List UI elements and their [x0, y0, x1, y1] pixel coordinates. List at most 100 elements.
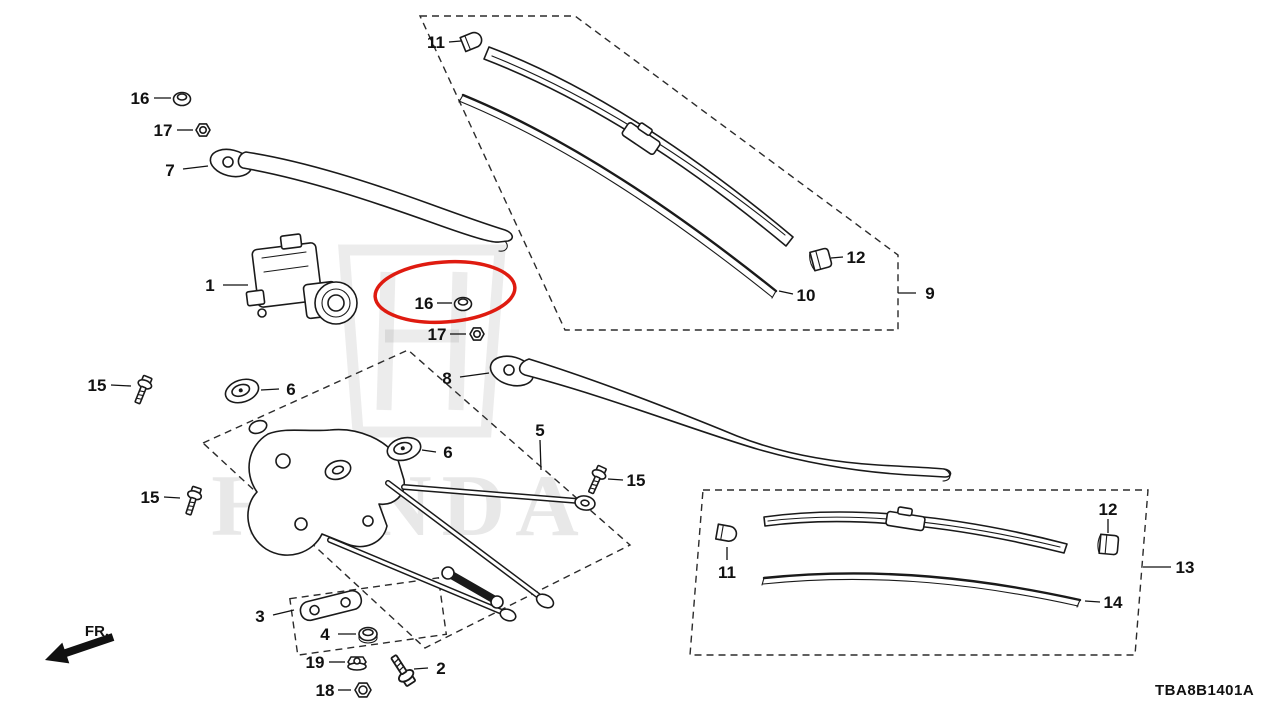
leader-line	[110, 384, 132, 387]
callout-label-19[interactable]: 19	[306, 653, 325, 672]
callout-label-2[interactable]: 2	[436, 659, 445, 678]
wiper-blade-driver-drawing	[483, 46, 794, 247]
callout-6-pivot-cap-upper[interactable]: 6	[260, 380, 296, 399]
callout-label-9[interactable]: 9	[925, 284, 934, 303]
callout-label-11[interactable]: 11	[427, 33, 445, 52]
callout-label-13[interactable]: 13	[1176, 558, 1195, 577]
callout-label-11[interactable]: 11	[718, 563, 736, 582]
mount-bolt-b-icon	[588, 464, 607, 495]
leader-line	[413, 667, 429, 670]
nut-b-icon	[469, 327, 485, 341]
callout-10-rubber-driver[interactable]: 10	[778, 286, 816, 305]
callout-label-16[interactable]: 16	[415, 294, 434, 313]
callout-15-bolt-right[interactable]: 15	[607, 471, 646, 490]
blade-cap-passenger-icon	[714, 523, 738, 542]
callout-label-14[interactable]: 14	[1104, 593, 1123, 612]
callout-label-4[interactable]: 4	[320, 625, 330, 644]
subassembly-box-blade-driver	[418, 15, 899, 331]
grommet-a-icon	[172, 91, 192, 107]
callout-label-12[interactable]: 12	[847, 248, 866, 267]
callout-label-7[interactable]: 7	[165, 161, 174, 180]
callout-label-15[interactable]: 15	[88, 376, 107, 395]
callout-18-hex-nut[interactable]: 18	[316, 681, 351, 700]
callout-16-arm-grommet[interactable]: 16	[131, 89, 171, 108]
callout-9-blade-assembly-driver[interactable]: 9	[898, 284, 935, 303]
wiper-motor-drawing	[245, 233, 358, 325]
callout-12-end-cap-passenger[interactable]: 12	[1099, 500, 1118, 533]
leader-line	[830, 256, 844, 259]
blade-end-cap-passenger-icon	[1097, 533, 1120, 556]
wiper-blade-passenger-drawing	[763, 506, 1068, 554]
blade-end-cap-driver-icon	[809, 247, 833, 272]
leader-line	[448, 40, 462, 43]
callout-label-15[interactable]: 15	[627, 471, 646, 490]
callout-11-cap-driver[interactable]: 11	[427, 33, 462, 52]
blade-connector-driver	[621, 122, 661, 156]
callout-label-1[interactable]: 1	[205, 276, 214, 295]
callout-label-17[interactable]: 17	[428, 325, 447, 344]
callout-label-3[interactable]: 3	[255, 607, 264, 626]
grommet-b-icon	[453, 296, 473, 312]
fr-label: FR.	[85, 623, 109, 640]
mount-bolt-a-icon	[134, 374, 153, 405]
callout-14-rubber-passenger[interactable]: 14	[1084, 593, 1123, 612]
callout-17-arm-nut[interactable]: 17	[154, 121, 193, 140]
callout-label-15[interactable]: 15	[141, 488, 160, 507]
callout-8-wiper-arm-passenger[interactable]: 8	[442, 369, 490, 388]
subassembly-box-blade-passenger	[689, 489, 1149, 656]
callout-5-linkage[interactable]: 5	[535, 421, 545, 471]
callout-12-end-cap-driver[interactable]: 12	[830, 248, 866, 267]
callout-2-motor-bolt[interactable]: 2	[413, 659, 446, 678]
callout-15-bolt-lower-left[interactable]: 15	[141, 488, 181, 507]
subassembly-box-linkage	[201, 349, 632, 649]
callout-11-cap-passenger[interactable]: 11	[718, 547, 736, 582]
wiper-arm-driver-drawing	[209, 148, 514, 252]
leader-line	[1084, 600, 1101, 603]
hex-nut-icon	[354, 682, 372, 698]
callout-label-6[interactable]: 6	[443, 443, 452, 462]
leader-line	[163, 496, 181, 499]
leader-line	[459, 372, 490, 378]
callout-1-wiper-motor[interactable]: 1	[205, 276, 248, 295]
motor-bolt-icon	[390, 654, 416, 687]
pivot-cap-b-icon	[386, 436, 422, 462]
pivot-cap-a-icon	[224, 378, 260, 404]
leader-line	[272, 609, 295, 616]
callout-3-bracket[interactable]: 3	[255, 607, 295, 626]
leader-line	[182, 165, 209, 170]
link-grommet-icon	[358, 626, 378, 644]
callout-7-wiper-arm-driver[interactable]: 7	[165, 161, 209, 180]
callout-label-12[interactable]: 12	[1099, 500, 1118, 519]
callout-label-5[interactable]: 5	[535, 421, 544, 440]
callout-15-bolt-upper-left[interactable]: 15	[88, 376, 132, 395]
leader-line	[421, 449, 437, 453]
fr-arrow-icon	[45, 633, 115, 664]
wiper-rubber-passenger-drawing	[761, 572, 1082, 608]
flange-nut-icon	[347, 656, 367, 671]
callout-6-pivot-cap-lower[interactable]: 6	[421, 443, 453, 462]
leader-line	[260, 388, 280, 391]
callout-label-10[interactable]: 10	[797, 286, 816, 305]
callout-17-center-nut[interactable]: 17	[428, 325, 466, 344]
callout-label-16[interactable]: 16	[131, 89, 150, 108]
callout-label-8[interactable]: 8	[442, 369, 451, 388]
leader-line	[778, 290, 794, 295]
wiper-rubber-driver-drawing	[458, 93, 778, 299]
blade-connector-passenger	[885, 506, 926, 532]
wiper-linkage-drawing	[247, 419, 596, 622]
fr-direction-indicator: FR.	[45, 623, 115, 664]
highlight-ellipse	[373, 259, 517, 325]
nut-a-icon	[195, 123, 211, 137]
mount-bolt-c-icon	[185, 485, 203, 516]
callout-19-flange-nut[interactable]: 19	[306, 653, 345, 672]
callout-label-17[interactable]: 17	[154, 121, 173, 140]
leader-line	[539, 439, 542, 471]
callout-13-blade-assembly-passenger[interactable]: 13	[1143, 558, 1194, 577]
subassembly-box-bracket	[289, 577, 448, 656]
callout-label-6[interactable]: 6	[286, 380, 295, 399]
callout-16-highlighted-grommet[interactable]: 16	[415, 294, 452, 313]
callout-label-18[interactable]: 18	[316, 681, 335, 700]
diagram-code: TBA8B1401A	[1155, 682, 1254, 699]
callout-4-grommet[interactable]: 4	[320, 625, 356, 644]
